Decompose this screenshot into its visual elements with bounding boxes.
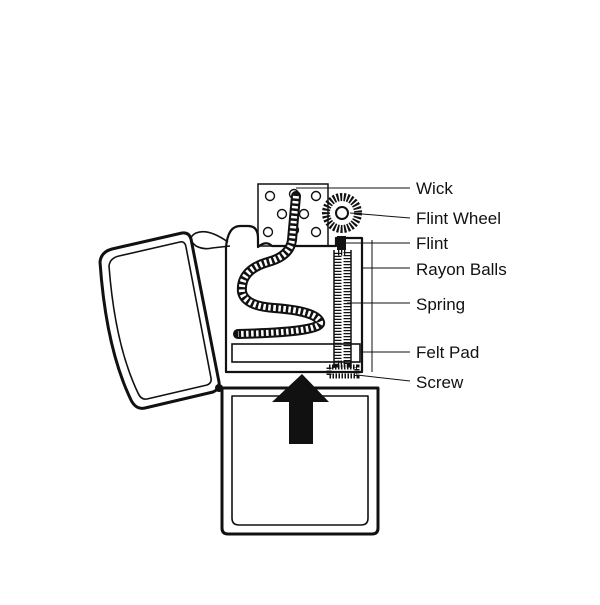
flint-wheel [322, 193, 362, 233]
insert-arrow [272, 374, 329, 444]
label-spring: Spring [416, 295, 465, 314]
screw-leader [356, 374, 411, 382]
label-flint: Flint [416, 234, 448, 253]
lighter-lid [98, 231, 221, 410]
chimney-holes [262, 188, 322, 238]
label-rayon-balls: Rayon Balls [416, 260, 507, 279]
flint-tube [333, 250, 352, 368]
label-wick: Wick [416, 179, 453, 198]
label-felt-pad: Felt Pad [416, 343, 479, 362]
felt-pad [231, 343, 361, 363]
wick-fibers [237, 195, 323, 337]
spring [334, 248, 351, 368]
lighter-case [220, 386, 380, 536]
flint-wheel-leader [349, 212, 411, 219]
screw [326, 364, 360, 379]
label-screw: Screw [416, 373, 464, 392]
leader-lines [296, 187, 411, 382]
label-flint-wheel: Flint Wheel [416, 209, 501, 228]
flint [337, 236, 346, 250]
